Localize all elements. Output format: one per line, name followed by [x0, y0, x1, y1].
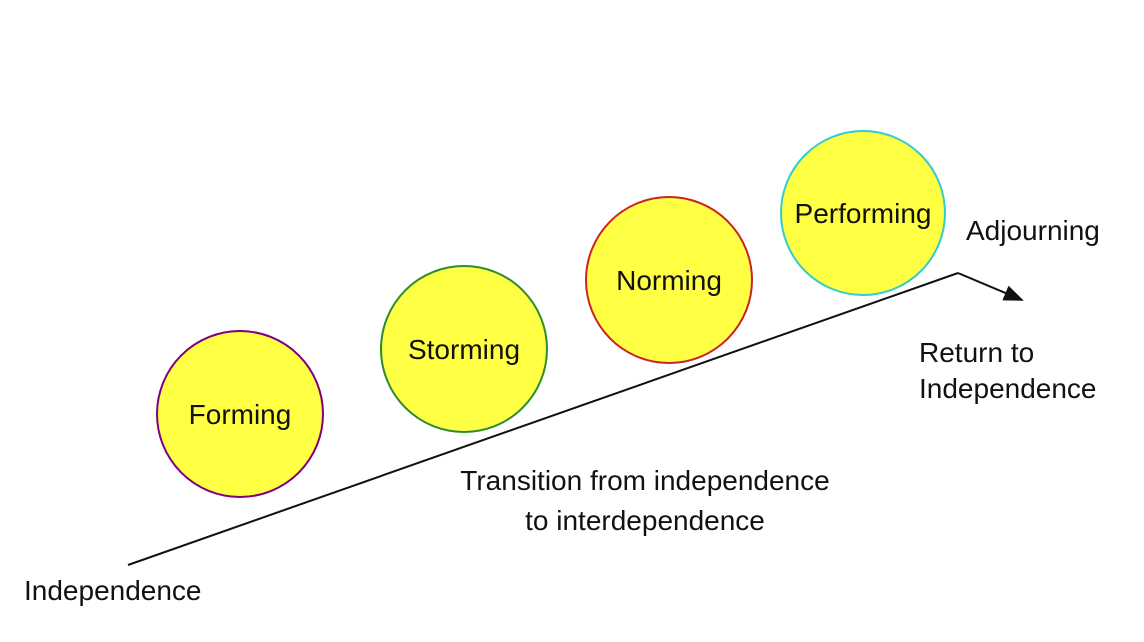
- stage-performing: Performing: [780, 130, 946, 296]
- stage-forming: Forming: [156, 330, 324, 498]
- stage-performing-label: Performing: [795, 198, 932, 229]
- return-to-label: Return to: [919, 337, 1034, 368]
- return-arrow: [957, 272, 1024, 301]
- stage-storming-circle: [380, 265, 548, 433]
- stage-forming-circle: [156, 330, 324, 498]
- independence-label: Independence: [24, 575, 202, 606]
- stage-storming-label: Storming: [408, 334, 520, 365]
- stage-norming: Norming: [585, 196, 753, 364]
- adjourning-label: Adjourning: [966, 215, 1100, 246]
- stage-performing-circle: [780, 130, 946, 296]
- transition-label-line1: Transition from independence: [460, 465, 829, 496]
- transition-label-line2: to interdependence: [525, 505, 765, 536]
- return-independence-label: Independence: [919, 373, 1097, 404]
- stage-norming-circle: [585, 196, 753, 364]
- stage-storming: Storming: [380, 265, 548, 433]
- stage-norming-label: Norming: [616, 265, 722, 296]
- stage-forming-label: Forming: [189, 399, 292, 430]
- development-line: [127, 272, 959, 566]
